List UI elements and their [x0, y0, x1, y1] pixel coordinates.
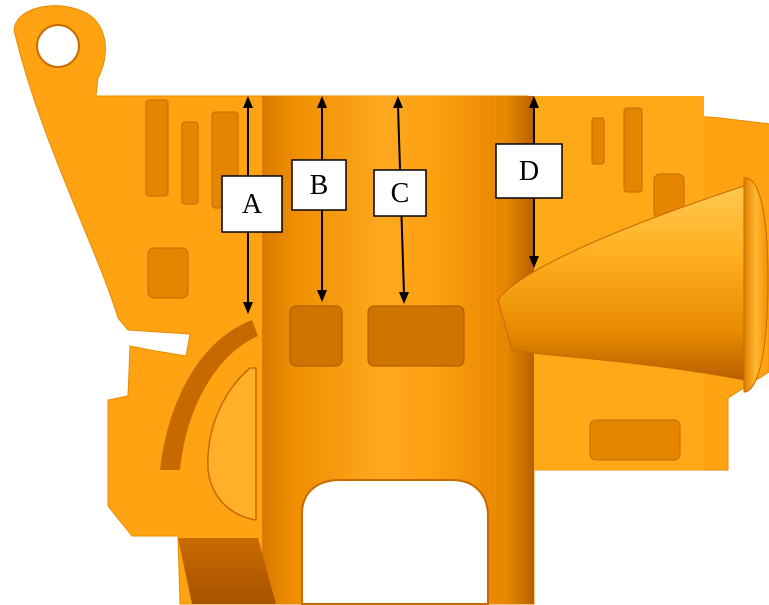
bore-windows: [289, 305, 465, 367]
label-box-c: C: [373, 169, 427, 217]
label-box-d: D: [495, 143, 563, 199]
bottom-left-foot: [178, 538, 276, 604]
dimension-labels: A B C D: [221, 143, 563, 233]
arrowhead-top: [529, 96, 539, 108]
left-curved-channel: [160, 320, 258, 521]
label-box-b: B: [291, 159, 347, 211]
label-text-d: D: [519, 156, 539, 187]
arrowhead-bottom: [529, 256, 539, 268]
label-text-a: A: [242, 189, 263, 220]
arrowhead-bottom: [243, 302, 253, 314]
lug-hole: [36, 24, 80, 68]
label-text-b: B: [310, 170, 329, 201]
window-right: [367, 305, 465, 367]
label-box-a: A: [221, 175, 283, 233]
left-slots: [145, 99, 239, 299]
arrowhead-top: [317, 96, 327, 108]
conical-nozzle: [497, 177, 769, 393]
arrowhead-top: [243, 96, 253, 108]
nozzle-flange: [743, 177, 769, 393]
bottom-arch-opening: [301, 479, 489, 605]
arrowhead-top: [393, 96, 403, 108]
label-text-c: C: [391, 178, 410, 209]
arrowhead-bottom: [317, 290, 327, 302]
right-slots: [589, 107, 685, 461]
arrowhead-bottom: [399, 292, 409, 304]
window-left: [289, 305, 343, 367]
